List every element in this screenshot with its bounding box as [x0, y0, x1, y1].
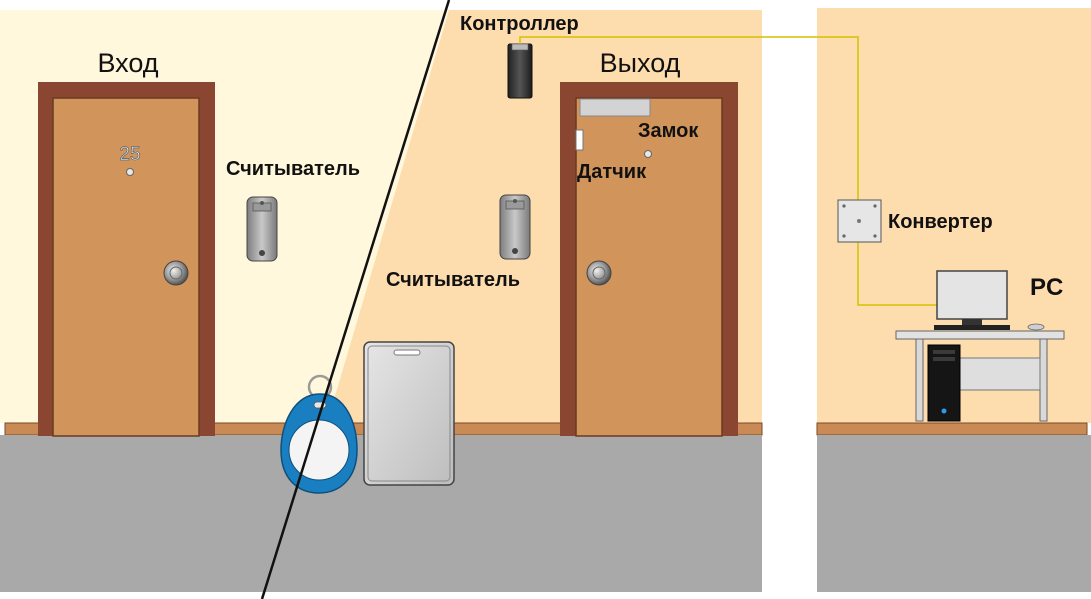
controller-box — [507, 43, 533, 99]
label-reader-exit: Считыватель — [386, 269, 520, 291]
label-converter: Конвертер — [888, 211, 993, 233]
baseboard-right — [816, 422, 1088, 436]
exit-door — [560, 82, 738, 437]
pc-power-led — [941, 408, 947, 414]
label-reader-entrance: Считыватель — [226, 158, 360, 180]
pc-keyboard — [934, 325, 1010, 330]
pc-mouse — [1027, 323, 1045, 331]
pc-desk-leg-left — [915, 338, 924, 422]
entrance-door-peephole — [126, 168, 134, 176]
pc-monitor-stand — [962, 319, 982, 325]
label-sensor: Датчик — [577, 161, 647, 183]
pc-monitor — [936, 270, 1008, 320]
label-exit: Выход — [600, 48, 681, 78]
exit-door-knob-inner — [592, 266, 606, 280]
exit-door-knob — [586, 260, 612, 286]
exit-door-sensor — [575, 129, 584, 151]
converter-box — [837, 199, 882, 243]
converter-pc-wire — [857, 242, 937, 306]
entrance-door: 25 — [38, 82, 215, 437]
entrance-door-number: 25 — [119, 144, 140, 165]
floor-right — [817, 435, 1091, 592]
reader-entrance — [246, 196, 278, 262]
key-fob-center — [288, 419, 350, 481]
exit-door-lock — [579, 98, 651, 117]
reader-exit — [499, 194, 531, 260]
label-controller: Контроллер — [460, 13, 579, 35]
pc-desk-top — [895, 330, 1065, 340]
proximity-card — [363, 341, 455, 486]
entrance-door-knob — [163, 260, 189, 286]
entrance-door-knob-inner — [169, 266, 183, 280]
exit-door-peephole — [644, 150, 652, 158]
partition-diagonal-line — [260, 0, 451, 599]
pc-desk-panel — [959, 357, 1041, 391]
label-lock: Замок — [638, 120, 699, 142]
controller-converter-wire — [519, 36, 859, 200]
label-entrance: Вход — [97, 48, 158, 78]
pc-desk-leg-right — [1039, 338, 1048, 422]
pc-workstation — [895, 270, 1065, 422]
label-pc: PC — [1030, 274, 1063, 301]
